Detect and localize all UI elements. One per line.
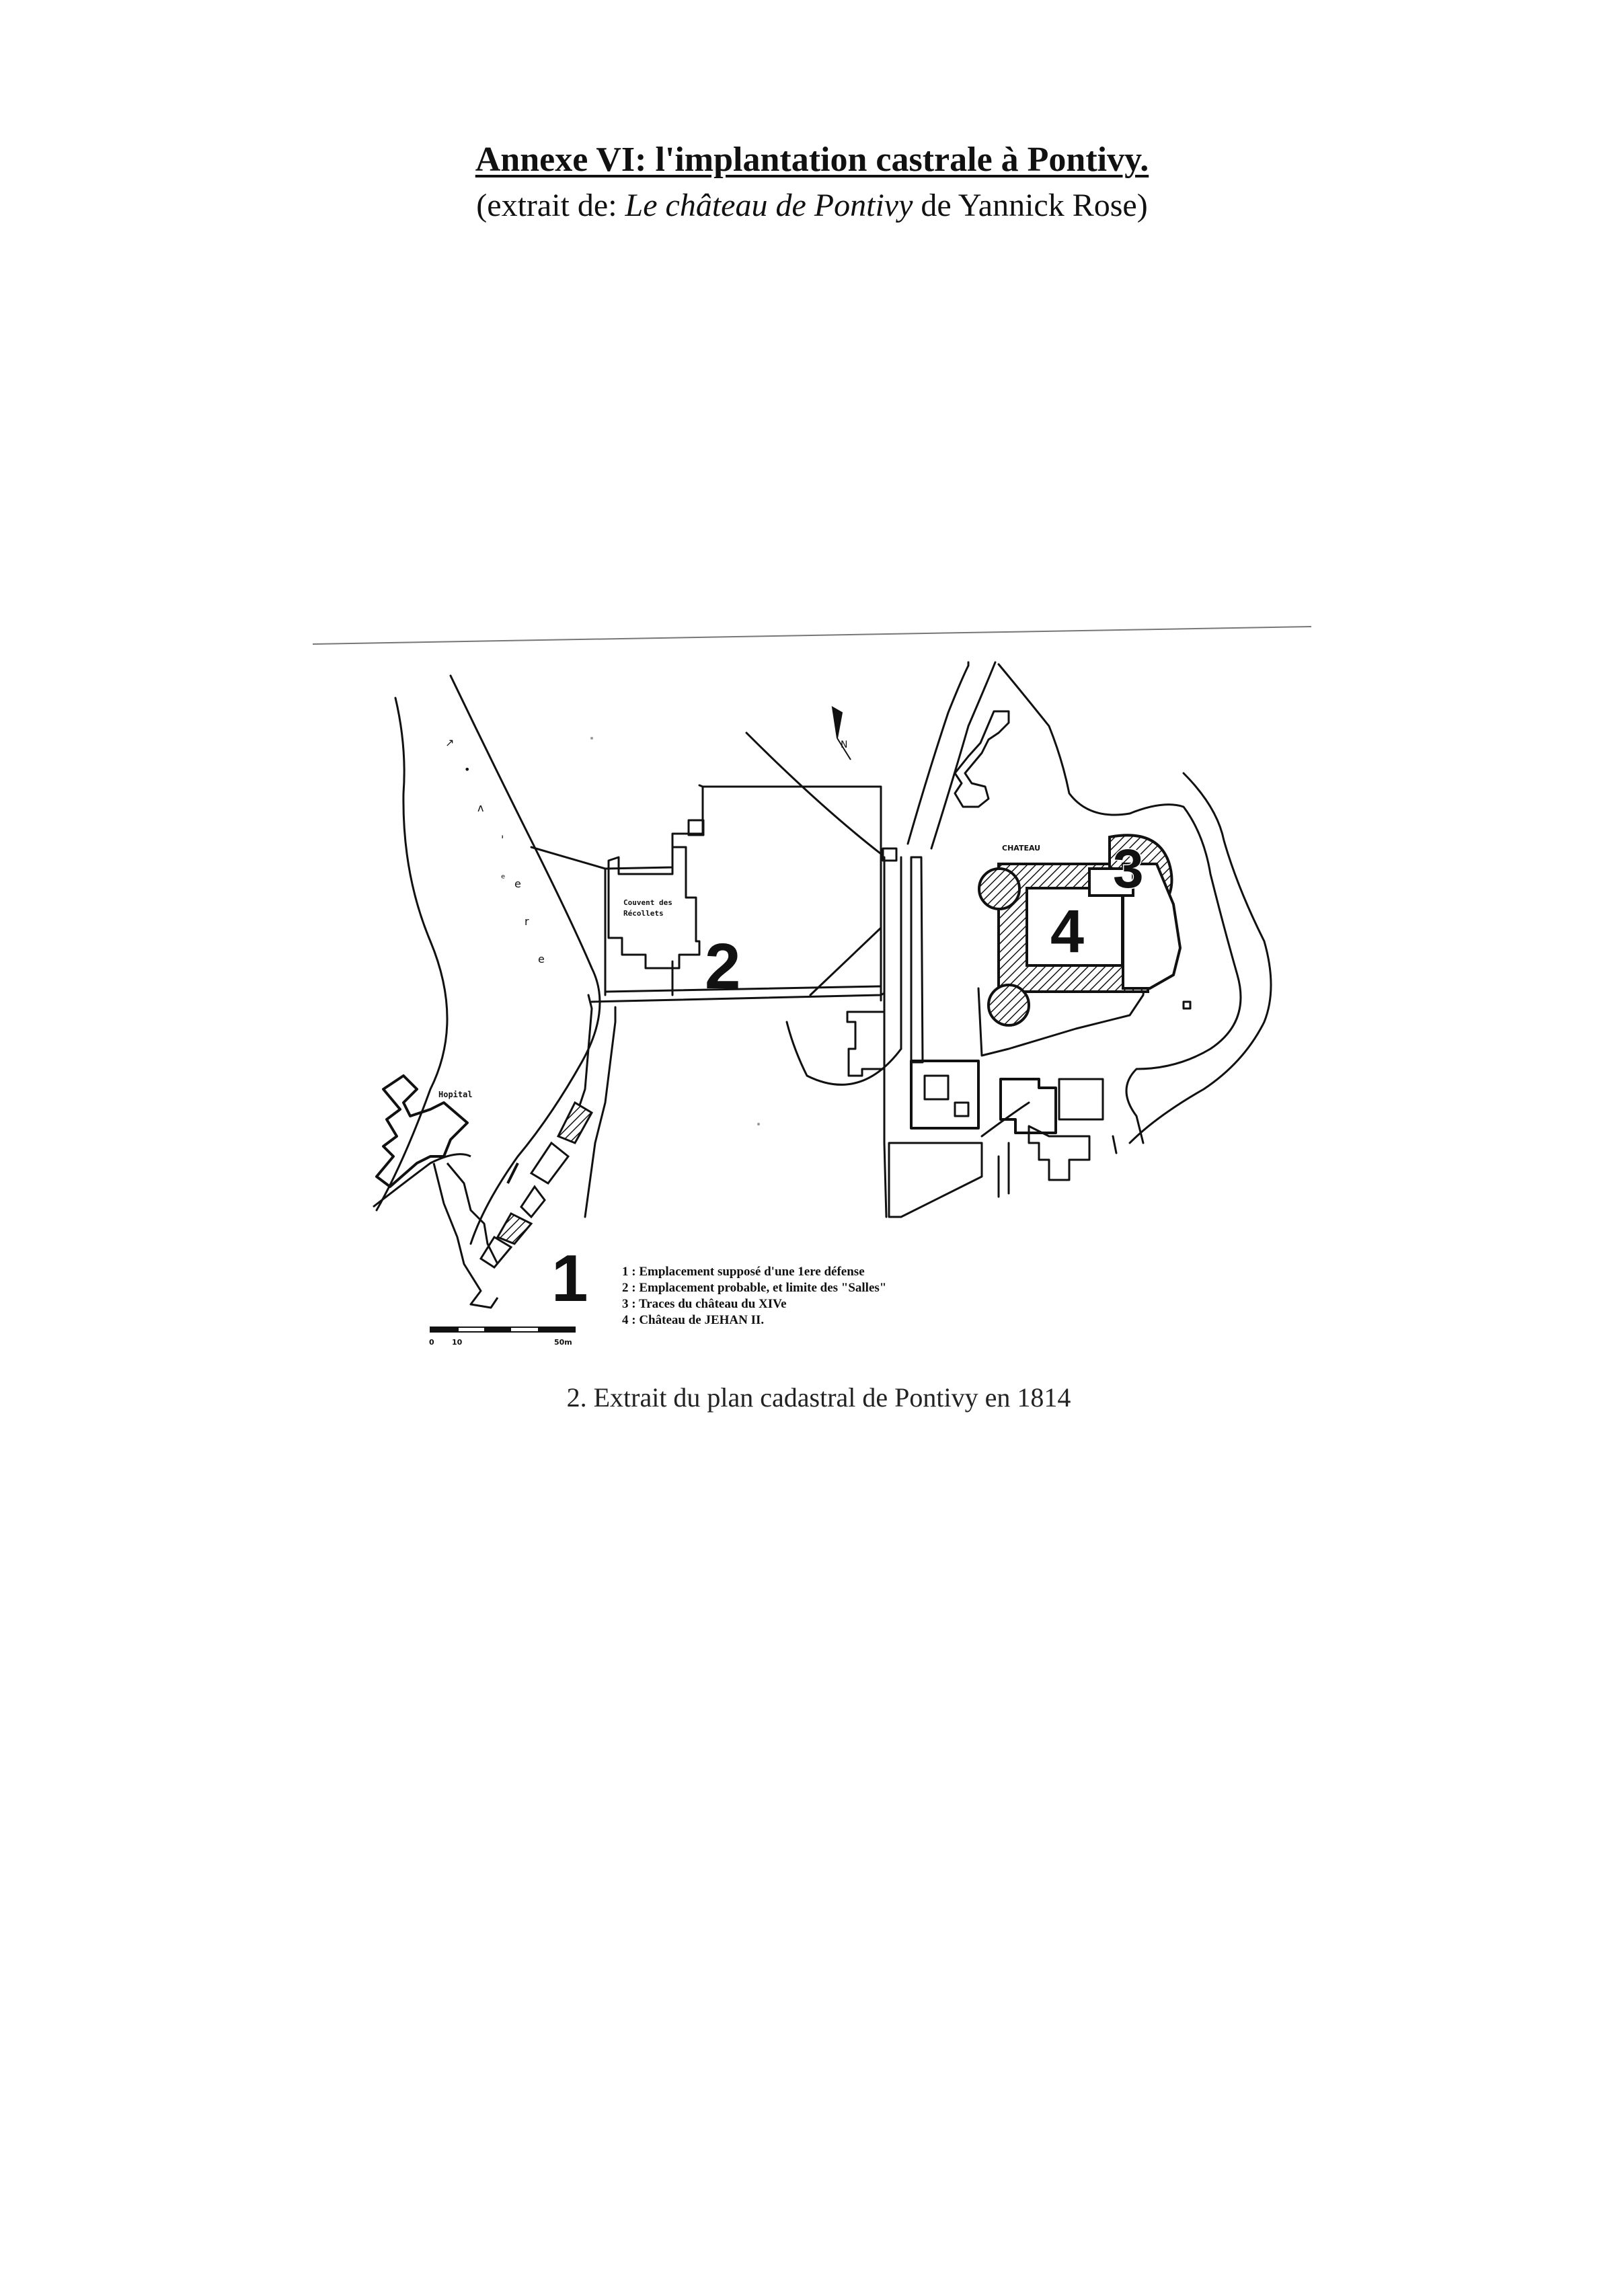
subtitle-prefix: (extrait de:	[476, 188, 625, 223]
ne-structure	[954, 710, 1010, 808]
scale-bar: 0 10 50m	[429, 1327, 576, 1347]
label-couvent-line2: Récollets	[623, 909, 664, 918]
southern-blocks	[888, 1060, 1118, 1218]
central-street	[785, 661, 997, 1218]
map-legend: 1 : Emplacement supposé d'une 1ere défen…	[622, 1265, 886, 1327]
main-road	[577, 985, 886, 1218]
label-couvent-line1: Couvent des	[623, 898, 672, 907]
river-ramparts	[479, 1101, 594, 1269]
subtitle-work-title: Le château de Pontivy	[625, 188, 913, 223]
svg-text:ᵉ: ᵉ	[501, 872, 506, 885]
legend-item-2: 2 : Emplacement probable, et limite des …	[622, 1281, 886, 1295]
svg-text:e: e	[514, 877, 521, 890]
document-title: Annexe VI: l'implantation castrale à Pon…	[475, 141, 1149, 179]
map-frame-rule	[312, 626, 1312, 645]
svg-text:e: e	[538, 953, 545, 965]
scale-tick-10: 10	[452, 1338, 463, 1347]
svg-text:': '	[501, 833, 504, 846]
hospital-area	[373, 1074, 499, 1309]
convent-grounds	[530, 731, 882, 1002]
legend-item-1: 1 : Emplacement supposé d'une 1ere défen…	[622, 1265, 865, 1279]
legend-item-4: 4 : Château de JEHAN II.	[622, 1313, 764, 1327]
castle-footprint	[978, 834, 1182, 1027]
subtitle-suffix: de Yannick Rose)	[913, 188, 1148, 223]
zone-number-3: 3	[1113, 838, 1144, 900]
scan-specks	[590, 737, 760, 1125]
svg-text:↗: ↗	[445, 736, 454, 749]
scale-tick-50m: 50m	[554, 1338, 572, 1347]
legend-item-3: 3 : Traces du château du XIVe	[622, 1297, 787, 1311]
svg-text:r: r	[525, 915, 529, 928]
river-banks	[375, 674, 601, 1245]
figure-caption: 2. Extrait du plan cadastral de Pontivy …	[566, 1382, 1071, 1413]
zone-number-1: 1	[551, 1241, 588, 1315]
document-subtitle: (extrait de: Le château de Pontivy de Ya…	[0, 187, 1624, 224]
svg-text:•: •	[464, 763, 470, 776]
zone-number-2: 2	[705, 931, 740, 1002]
parcel-building	[846, 1011, 886, 1077]
north-arrow: N	[831, 706, 851, 760]
zone-number-4: 4	[1050, 898, 1084, 965]
svg-text:ʌ: ʌ	[477, 801, 484, 814]
scale-tick-0: 0	[429, 1338, 434, 1347]
north-label: N	[841, 740, 847, 750]
label-chateau: CHATEAU	[1002, 844, 1040, 853]
river-lettering: ↗ • ʌ ' e r e ᵉ	[445, 736, 545, 965]
label-hopital: Hopital	[438, 1090, 473, 1099]
